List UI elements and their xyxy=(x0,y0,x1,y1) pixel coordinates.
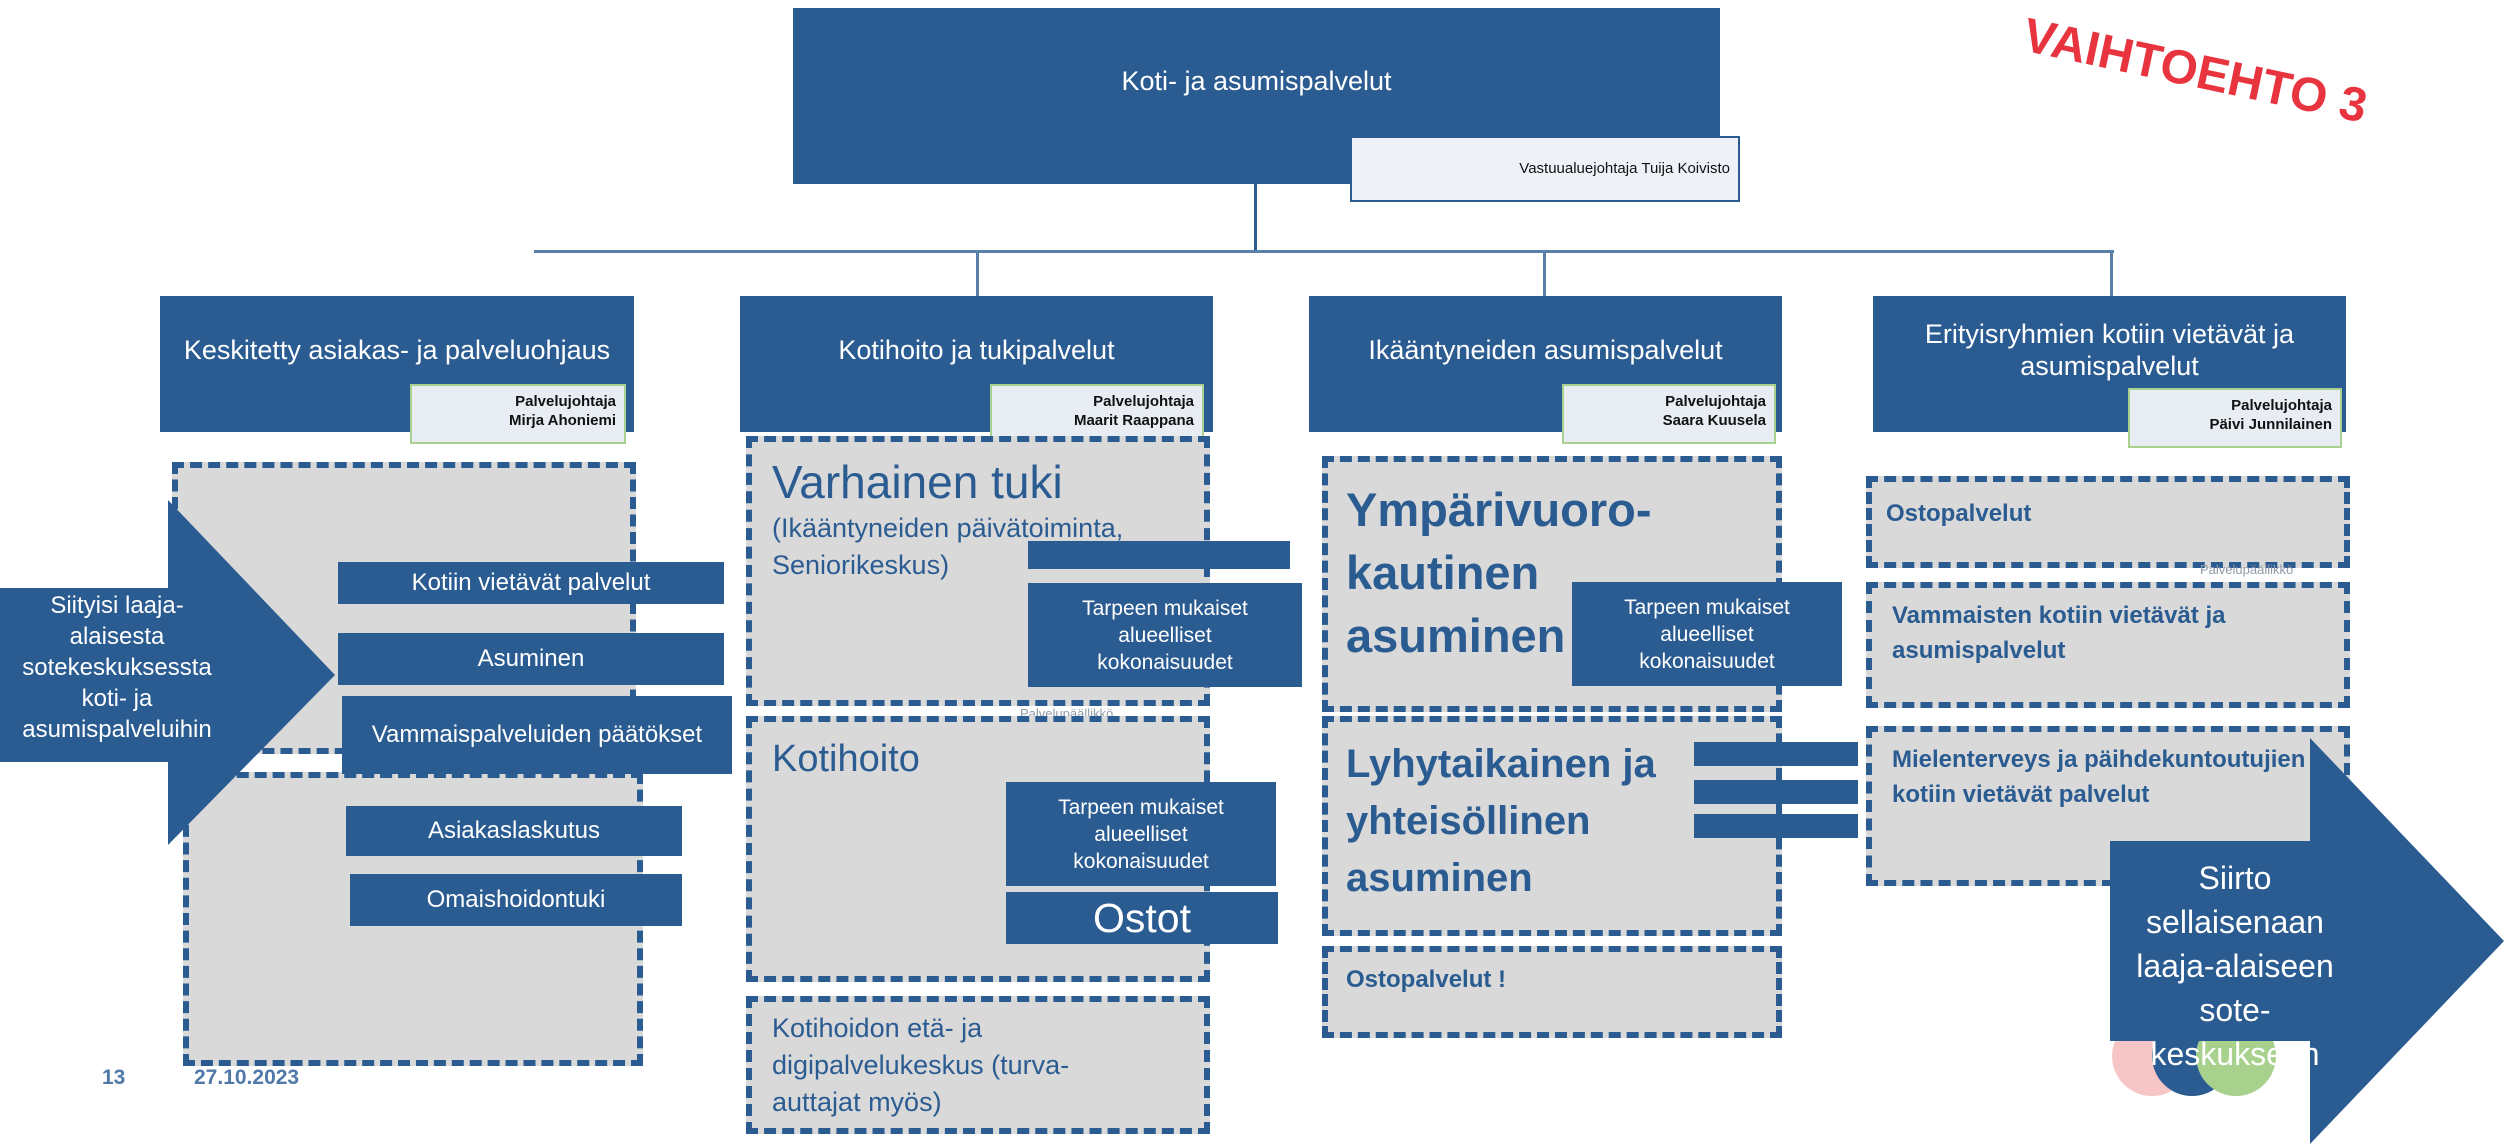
top-unit-box: Koti- ja asumispalvelut xyxy=(793,8,1720,184)
col3-osto-box: Ostopalvelut ! xyxy=(1322,946,1782,1038)
col3-ympari-text: Ympärivuoro-kautinen asuminen xyxy=(1346,483,1652,662)
column-4-person: Päivi Junnilainen xyxy=(2209,416,2332,433)
col1-item-asuminen: Asuminen xyxy=(338,633,724,685)
footer-date: 27.10.2023 xyxy=(194,1066,300,1089)
col4-osto-box: Ostopalvelut xyxy=(1866,476,2350,568)
right-arrow-polygon xyxy=(2110,738,2504,1144)
col2-kotihoito-title: Kotihoito xyxy=(772,738,920,780)
left-arrow-text: Siityisi laaja-alaisesta sotekeskuksesst… xyxy=(22,592,212,743)
column-3-person: Saara Kuusela xyxy=(1662,412,1766,429)
col4-osto-text: Ostopalvelut xyxy=(1886,500,2032,527)
col2-eta-text: Kotihoidon etä- ja digipalvelukeskus (tu… xyxy=(772,1013,1070,1117)
col3-tarpeen: Tarpeen mukaiset alueelliset kokonaisuud… xyxy=(1572,582,1842,686)
connector-drop-2 xyxy=(976,250,979,296)
col3-osto-text: Ostopalvelut ! xyxy=(1346,966,1507,993)
right-arrow-text: Siirto sellaisenaan laaja-alaiseen sote-… xyxy=(2136,860,2334,1072)
column-1-role: Palvelujohtaja xyxy=(515,393,616,410)
col4-faint-label: Palvelupäällikkö xyxy=(2200,562,2294,577)
column-2-owner: Palvelujohtaja Maarit Raappana xyxy=(990,384,1204,444)
col1-item-vammaispalvelut: Vammaispalveluiden päätökset xyxy=(342,696,732,774)
col3-bar-1 xyxy=(1694,742,1858,766)
column-1-owner: Palvelujohtaja Mirja Ahoniemi xyxy=(410,384,626,444)
col1-item-asiakaslaskutus: Asiakaslaskutus xyxy=(346,806,682,856)
connector-horizontal xyxy=(534,250,2114,253)
col2-blank-bar xyxy=(1028,541,1290,569)
col2-varhainen-sub: (Ikääntyneiden päivätoiminta, Seniorikes… xyxy=(772,513,1124,580)
connector-drop-3 xyxy=(1543,250,1546,296)
col4-vammais-text: Vammaisten kotiin vietävät ja asumispalv… xyxy=(1892,602,2226,664)
column-4-role: Palvelujohtaja xyxy=(2231,397,2332,414)
col1-item-kotiin-vietavat: Kotiin vietävät palvelut xyxy=(338,562,724,604)
footer-page-number: 13 xyxy=(102,1066,126,1089)
column-3-owner: Palvelujohtaja Saara Kuusela xyxy=(1562,384,1776,444)
col2-tarpeen-2: Tarpeen mukaiset alueelliset kokonaisuud… xyxy=(1006,782,1276,886)
col4-mielen-text: Mielenterveys ja päihdekuntoutujien koti… xyxy=(1892,746,2306,808)
left-arrow-polygon xyxy=(0,500,335,845)
column-2-title: Kotihoito ja tukipalvelut xyxy=(838,335,1115,365)
column-3-title: Ikääntyneiden asumispalvelut xyxy=(1368,335,1723,365)
col3-ympari-box: Ympärivuoro-kautinen asuminen xyxy=(1322,456,1782,712)
col4-vammais-box: Vammaisten kotiin vietävät ja asumispalv… xyxy=(1866,582,2350,708)
column-2-role: Palvelujohtaja xyxy=(1093,393,1194,410)
column-1-person: Mirja Ahoniemi xyxy=(509,412,616,429)
col3-bar-2 xyxy=(1694,780,1858,804)
connector-vertical-top xyxy=(1254,184,1257,252)
column-1-title: Keskitetty asiakas- ja palveluohjaus xyxy=(183,335,611,365)
col1-item-omaishoidontuki: Omaishoidontuki xyxy=(350,874,682,926)
connector-drop-4 xyxy=(2110,250,2113,296)
column-3-role: Palvelujohtaja xyxy=(1665,393,1766,410)
column-4-owner: Palvelujohtaja Päivi Junnilainen xyxy=(2128,388,2342,448)
col2-ostot: Ostot xyxy=(1006,892,1278,944)
column-2-person: Maarit Raappana xyxy=(1073,412,1194,429)
column-3-header: Ikääntyneiden asumispalvelut xyxy=(1309,296,1782,432)
col2-tarpeen-1: Tarpeen mukaiset alueelliset kokonaisuud… xyxy=(1028,583,1302,687)
col2-varhainen-title: Varhainen tuki xyxy=(772,456,1063,508)
option-label: VAIHTOEHTO 3 xyxy=(2018,8,2372,134)
col3-lyhyt-text: Lyhytaikainen ja yhteisöllinen asuminen xyxy=(1346,742,1656,900)
right-arrow-shape xyxy=(2110,738,2504,1144)
column-4-title: Erityisryhmien kotiin vietävät ja asumis… xyxy=(1924,319,2295,381)
left-arrow-shape xyxy=(0,500,335,845)
top-unit-title: Koti- ja asumispalvelut xyxy=(1121,66,1392,96)
top-unit-owner: Vastuualuejohtaja Tuija Koivisto xyxy=(1350,136,1740,202)
col2-eta-box: Kotihoidon etä- ja digipalvelukeskus (tu… xyxy=(746,996,1210,1134)
col3-bar-3 xyxy=(1694,814,1858,838)
